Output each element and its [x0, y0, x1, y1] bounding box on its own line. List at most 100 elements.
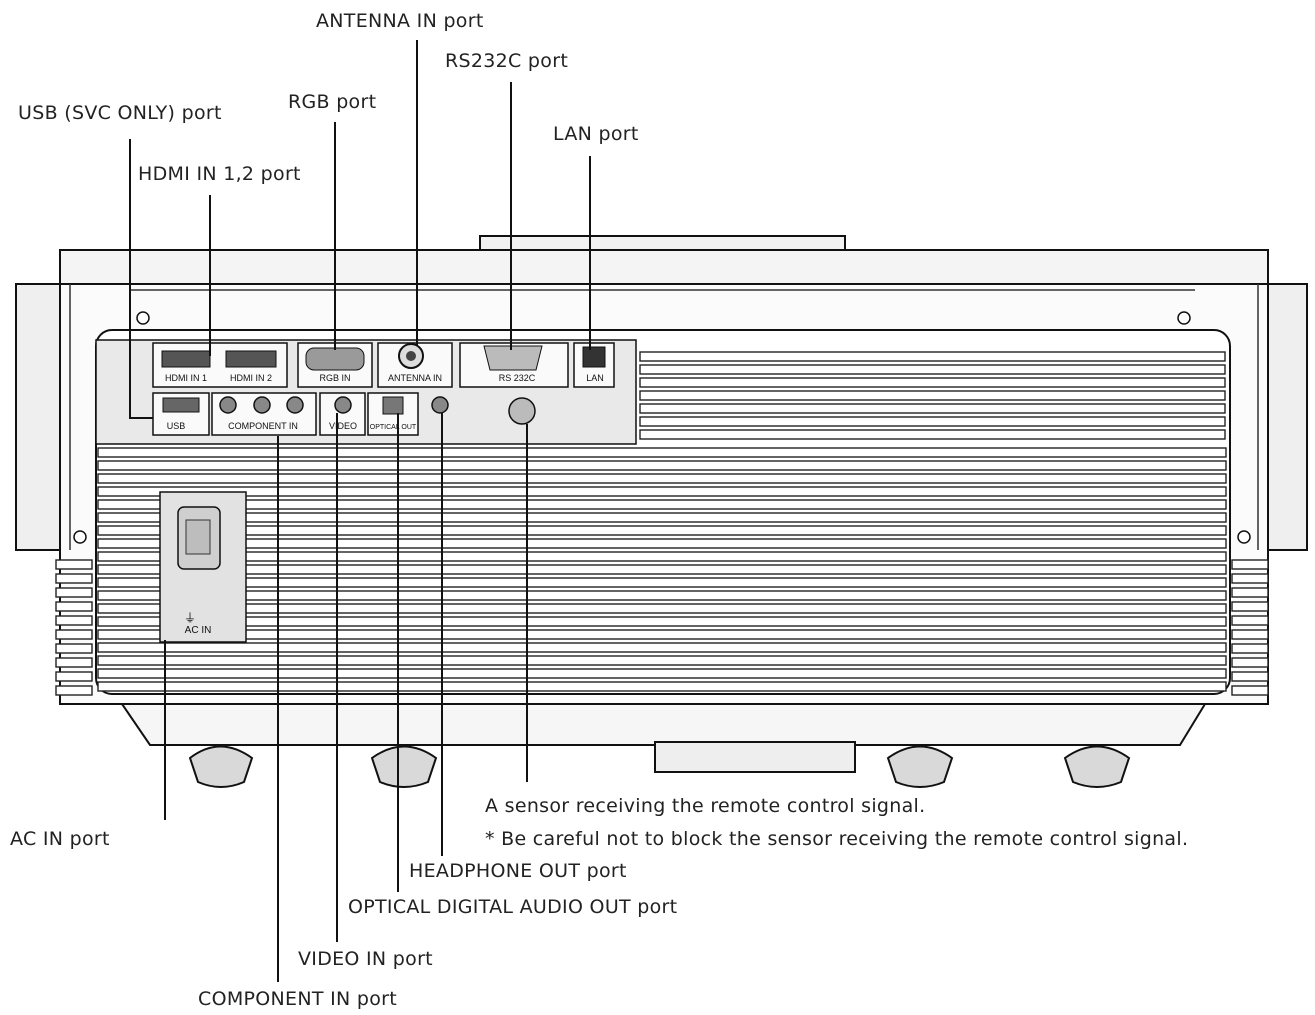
video-callout: VIDEO IN port	[298, 948, 433, 970]
headphone-callout: HEADPHONE OUT port	[409, 860, 627, 882]
grille-slat	[55, 671, 93, 682]
optical-out-connector	[382, 396, 404, 415]
projector-top-plate	[479, 235, 846, 251]
grille-slat	[1231, 615, 1269, 626]
foot-3	[886, 745, 954, 788]
ac-in-panel-label: AC IN	[185, 625, 212, 636]
grille-slat	[1231, 601, 1269, 612]
usb-connector	[162, 397, 200, 413]
screw-icon	[136, 311, 150, 325]
lan-connector	[582, 346, 606, 368]
grille-slat	[1231, 643, 1269, 654]
antenna-callout: ANTENNA IN port	[316, 10, 484, 32]
usb-callout: USB (SVC ONLY) port	[18, 102, 222, 124]
grille-slat	[97, 499, 1227, 510]
grille-slat	[97, 629, 1227, 640]
grille-slat	[97, 668, 1227, 679]
grille-slat	[1231, 685, 1269, 696]
hdmi-2-label: HDMI IN 2	[230, 373, 272, 383]
grille-slat	[55, 615, 93, 626]
projector-top-housing	[59, 249, 1269, 285]
grille-slat	[639, 429, 1226, 440]
hdmi-2-connector	[225, 350, 277, 368]
grille-slat	[55, 685, 93, 696]
rs232c-label: RS 232C	[499, 373, 536, 383]
projector-base	[120, 703, 1207, 746]
screw-icon	[1237, 530, 1251, 544]
grille-slat	[1231, 573, 1269, 584]
grille-slat	[97, 616, 1227, 627]
remote-sensor	[508, 397, 536, 425]
optical-out-label: OPTICAL OUT	[370, 424, 417, 431]
connector-panel	[95, 339, 637, 445]
foot-2	[370, 745, 438, 788]
grille-slat	[97, 681, 1227, 692]
hdmi-1-connector	[161, 350, 211, 368]
grille-slat	[55, 601, 93, 612]
ac-in-callout: AC IN port	[10, 828, 110, 850]
grille-slat	[97, 473, 1227, 484]
grille-slat	[55, 657, 93, 668]
grille-slat	[97, 655, 1227, 666]
grille-slat	[1231, 657, 1269, 668]
grille-slat	[97, 512, 1227, 523]
grille-slat	[1231, 629, 1269, 640]
foot-4	[1063, 745, 1131, 788]
grille-slat	[97, 642, 1227, 653]
component-y-jack	[219, 396, 237, 414]
video-label: VIDEO	[329, 421, 357, 431]
grille-slat	[97, 551, 1227, 562]
grille-slat	[97, 525, 1227, 536]
grille-slat	[1231, 671, 1269, 682]
antenna-in-label: ANTENNA IN	[388, 373, 442, 383]
hdmi-callout: HDMI IN 1,2 port	[138, 163, 301, 185]
screw-icon	[73, 530, 87, 544]
rs232c-connector	[483, 345, 543, 371]
optical-callout: OPTICAL DIGITAL AUDIO OUT port	[348, 896, 678, 918]
leader-usb	[129, 139, 153, 419]
component-in-label: COMPONENT IN	[228, 421, 298, 431]
rgb-in-label: RGB IN	[319, 373, 350, 383]
grille-slat	[97, 447, 1227, 458]
grille-slat	[55, 587, 93, 598]
grille-slat	[55, 573, 93, 584]
projector-bottom-strip	[654, 741, 856, 773]
grille-slat	[1231, 587, 1269, 598]
component-callout: COMPONENT IN port	[198, 988, 398, 1010]
grille-slat	[639, 364, 1226, 375]
lan-label: LAN	[586, 373, 604, 383]
ventilation-grille	[55, 351, 1269, 696]
grille-slat	[639, 416, 1226, 427]
component-pb-jack	[253, 396, 271, 414]
usb-label: USB	[167, 421, 186, 431]
hdmi-1-label: HDMI IN 1	[165, 373, 207, 383]
grille-slat	[97, 460, 1227, 471]
rgb-callout: RGB port	[288, 91, 377, 113]
grille-slat	[55, 643, 93, 654]
rs232c-callout: RS232C port	[445, 50, 569, 72]
ac-in-panel: AC IN ⏚	[159, 491, 247, 643]
grille-slat	[639, 403, 1226, 414]
grille-slat	[1231, 559, 1269, 570]
video-jack	[334, 396, 352, 414]
grille-slat	[97, 577, 1227, 588]
grille-slat	[639, 390, 1226, 401]
foot-1	[188, 745, 254, 788]
rgb-connector	[305, 347, 365, 371]
grille-slat	[639, 377, 1226, 388]
grille-slat	[97, 590, 1227, 601]
grille-slat	[97, 564, 1227, 575]
screw-icon	[1177, 311, 1191, 325]
grille-slat	[639, 351, 1226, 362]
grille-slat	[55, 629, 93, 640]
grille-slat	[55, 559, 93, 570]
grille-slat	[97, 538, 1227, 549]
component-pr-jack	[286, 396, 304, 414]
grille-slat	[97, 486, 1227, 497]
sensor-note: * Be careful not to block the sensor rec…	[485, 828, 1189, 850]
headphone-jack	[431, 396, 449, 414]
grille-slat	[97, 603, 1227, 614]
plug-icon: ⏚	[184, 611, 196, 625]
lan-callout: LAN port	[553, 123, 639, 145]
